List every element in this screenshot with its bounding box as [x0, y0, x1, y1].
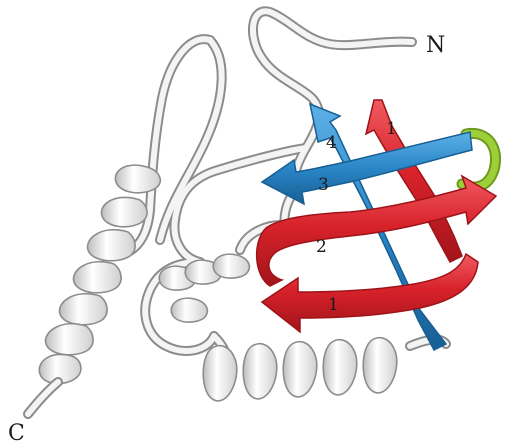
- strand-label-4: 4: [326, 133, 337, 153]
- strand-label-2: 2: [316, 237, 327, 257]
- coil-backbone: [128, 11, 446, 384]
- strand-label-1-bottom: 1: [328, 295, 339, 315]
- c-terminus-label: C: [8, 421, 25, 445]
- strand-label-3: 3: [318, 175, 329, 195]
- c-terminal-tail: [28, 382, 58, 414]
- n-terminus-label: N: [426, 33, 445, 58]
- red-strand-1-bottom: [262, 254, 478, 332]
- left-alpha-helix: [39, 165, 160, 383]
- bottom-alpha-helix: [203, 338, 397, 401]
- blue-strand-3: [262, 132, 472, 204]
- strand-label-1-top: 1: [386, 119, 397, 139]
